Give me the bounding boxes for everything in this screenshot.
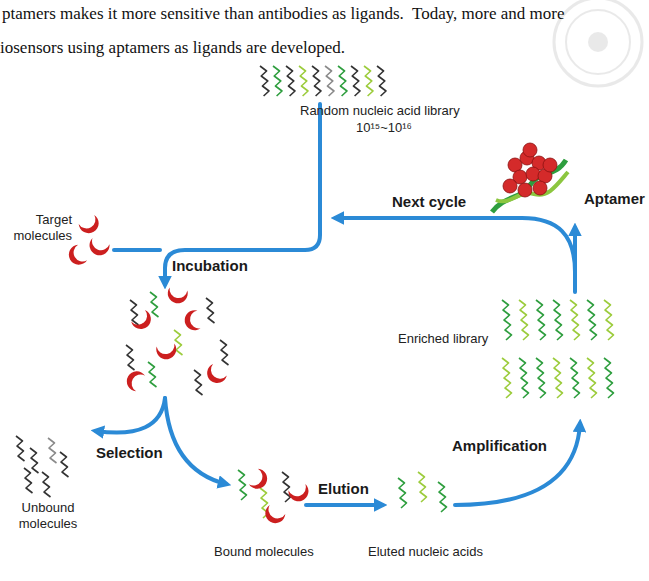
strand xyxy=(194,370,203,395)
strand xyxy=(16,436,25,461)
strand xyxy=(273,66,282,96)
step-label: Amplification xyxy=(452,437,547,455)
target-molecule xyxy=(78,214,102,236)
library-size: 10¹⁵~10¹⁶ xyxy=(356,120,412,136)
pool-label: Eluted nucleic acids xyxy=(368,544,483,560)
target-molecule xyxy=(123,368,145,392)
target-molecule xyxy=(166,287,188,305)
strand xyxy=(42,472,51,497)
nucleic-acid-strands xyxy=(16,66,614,518)
step-label: Next cycle xyxy=(392,193,466,211)
target-molecules xyxy=(65,214,311,526)
watermark-seal xyxy=(554,0,642,86)
strand xyxy=(238,470,247,500)
strand xyxy=(351,66,360,96)
strand xyxy=(377,66,386,96)
strand xyxy=(338,66,347,96)
strand xyxy=(30,448,39,473)
protein-sphere xyxy=(533,181,547,195)
body-text: ptamers makes it more sensitive than ant… xyxy=(2,4,565,24)
step-label: Incubation xyxy=(172,257,248,275)
strand xyxy=(150,292,159,317)
strand xyxy=(220,340,229,365)
strand xyxy=(519,358,529,398)
strand xyxy=(553,300,563,340)
strand xyxy=(312,66,321,96)
protein-sphere xyxy=(543,158,557,172)
target-molecule xyxy=(262,504,286,526)
strand xyxy=(502,358,512,398)
target-molecule xyxy=(203,363,228,387)
strand xyxy=(126,345,135,370)
strand xyxy=(286,66,295,96)
product-label: Aptamer xyxy=(584,190,645,208)
protein-sphere xyxy=(518,183,532,197)
target-molecule xyxy=(183,310,201,332)
target-label: Target molecules xyxy=(2,212,72,243)
aptamer-figure xyxy=(492,143,568,212)
strand xyxy=(398,478,407,508)
strand xyxy=(24,468,33,493)
strand xyxy=(48,438,57,463)
pool-label: Unbound molecules xyxy=(10,500,86,531)
flow-arrows xyxy=(96,104,580,505)
strand xyxy=(570,300,580,340)
strand xyxy=(364,66,373,96)
strand xyxy=(587,300,597,340)
strand xyxy=(282,472,291,502)
library-label: Random nucleic acid library xyxy=(300,103,460,119)
strand xyxy=(553,358,563,398)
strand xyxy=(604,358,614,398)
body-text: iosensors using aptamers as ligands are … xyxy=(0,38,345,58)
pool-label: Enriched library xyxy=(398,331,488,347)
target-molecule xyxy=(87,238,111,258)
strand xyxy=(418,472,427,502)
strand xyxy=(519,300,529,340)
strand xyxy=(206,298,215,323)
target-molecule xyxy=(156,343,178,361)
protein-sphere xyxy=(503,179,517,193)
target-molecule xyxy=(130,309,155,333)
strand xyxy=(130,300,139,325)
strand xyxy=(148,362,157,387)
step-label: Selection xyxy=(96,444,163,462)
strand xyxy=(536,358,546,398)
step-label: Elution xyxy=(318,480,369,498)
protein-sphere xyxy=(523,143,537,157)
strand xyxy=(325,66,334,96)
target-molecule xyxy=(65,244,87,268)
strand xyxy=(570,358,580,398)
strand xyxy=(299,66,308,96)
strand xyxy=(536,300,546,340)
strand xyxy=(604,300,614,340)
strand xyxy=(502,300,512,340)
strand xyxy=(260,66,269,96)
strand xyxy=(438,482,447,512)
target-molecule xyxy=(288,484,312,504)
strand xyxy=(587,358,597,398)
target-molecule xyxy=(248,468,270,492)
pool-label: Bound molecules xyxy=(214,544,314,560)
strand xyxy=(60,452,69,477)
